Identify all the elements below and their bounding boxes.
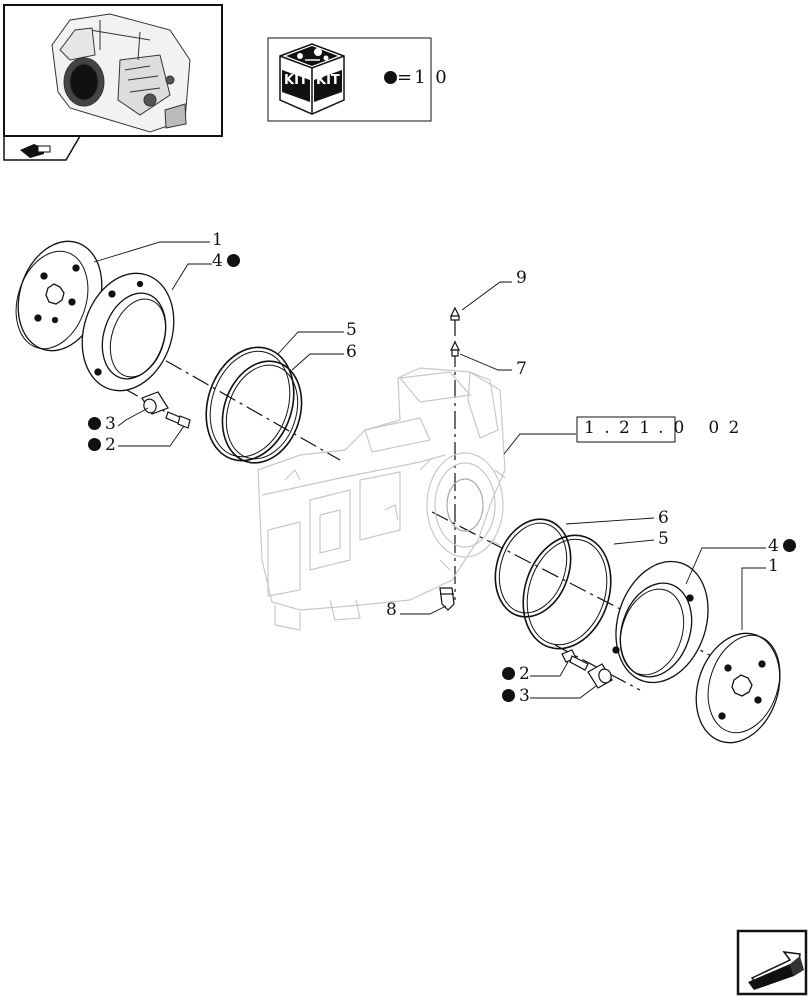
callout-center-7: 7: [516, 359, 528, 379]
valve-part-7: [450, 340, 460, 357]
kit-equals: =: [397, 67, 415, 88]
plug-part-8: [439, 587, 455, 611]
right-bushing-part-3: [587, 663, 613, 689]
callout-left-3-number: 3: [105, 414, 117, 434]
callout-right-1: 1: [768, 556, 780, 576]
callout-center-8: 8: [386, 600, 398, 620]
callout-right-2-number: 2: [519, 664, 531, 684]
callout-right-5: 5: [658, 529, 670, 549]
kit-legend-value: 1 0: [414, 67, 449, 88]
right-bolt-part-2: [561, 649, 589, 671]
thumbnail-frame: [3, 4, 223, 161]
next-page-icon[interactable]: [736, 929, 808, 996]
kit-legend: =1 0: [384, 67, 449, 88]
reference-box: [576, 416, 676, 443]
plug-part-9: [450, 306, 460, 321]
callout-left-2: 2: [88, 437, 117, 454]
callout-left-3-dot-icon: [88, 417, 101, 430]
callout-right-4-number: 4: [768, 536, 780, 556]
callout-right-6: 6: [658, 508, 670, 528]
right-seal-ring-part-6: [494, 518, 572, 618]
reference-part-3: 0 2: [708, 418, 742, 438]
left-ring-housing-part-4: [81, 272, 175, 392]
kit-box-icon: [279, 43, 345, 115]
gearbox-housing: [257, 367, 506, 631]
callout-right-2: 2: [502, 666, 531, 683]
callout-left-1: 1: [212, 230, 224, 250]
callout-right-4-dot-icon: [782, 539, 796, 552]
callout-left-5: 5: [346, 320, 358, 340]
right-flange-part-1: [695, 632, 781, 744]
callout-left-4-number: 4: [212, 251, 224, 271]
left-bolt-part-2: [165, 411, 191, 429]
callout-left-4-dot-icon: [226, 254, 240, 267]
callout-left-6: 6: [346, 342, 358, 362]
right-seal-ring-part-5: [522, 534, 612, 650]
callout-left-2-dot-icon: [88, 438, 101, 451]
reference-part-1: 1 . 2 1: [584, 418, 653, 438]
reference-sep: .: [658, 418, 666, 438]
callout-right-4: 4: [768, 538, 796, 555]
left-bushing-part-3: [141, 391, 169, 415]
callout-right-3-dot-icon: [502, 689, 515, 702]
kit-legend-box: [267, 37, 432, 122]
right-ring-housing-part-4: [612, 560, 709, 684]
callout-right-2-dot-icon: [502, 667, 515, 680]
kit-badge-text-left: KIT: [284, 73, 308, 88]
callout-left-2-number: 2: [105, 435, 117, 455]
left-seal-ring-part-6: [221, 360, 303, 464]
leader-lines: [93, 241, 766, 699]
callout-left-4: 4: [212, 253, 240, 270]
callout-right-3: 3: [502, 688, 531, 705]
thumbnail-gearbox: [51, 13, 191, 133]
callout-center-9: 9: [516, 268, 528, 288]
left-seal-ring-part-5: [205, 346, 295, 462]
callout-right-3-number: 3: [519, 686, 531, 706]
kit-dot-icon: [384, 71, 397, 84]
reference-part-2: 0: [673, 418, 687, 438]
callout-left-3: 3: [88, 416, 117, 433]
reference-number: 1 . 2 1. 0 0 2: [584, 420, 741, 437]
thumbnail-nav-icon: [20, 144, 51, 158]
kit-badge-text-right: KIT: [316, 73, 340, 88]
